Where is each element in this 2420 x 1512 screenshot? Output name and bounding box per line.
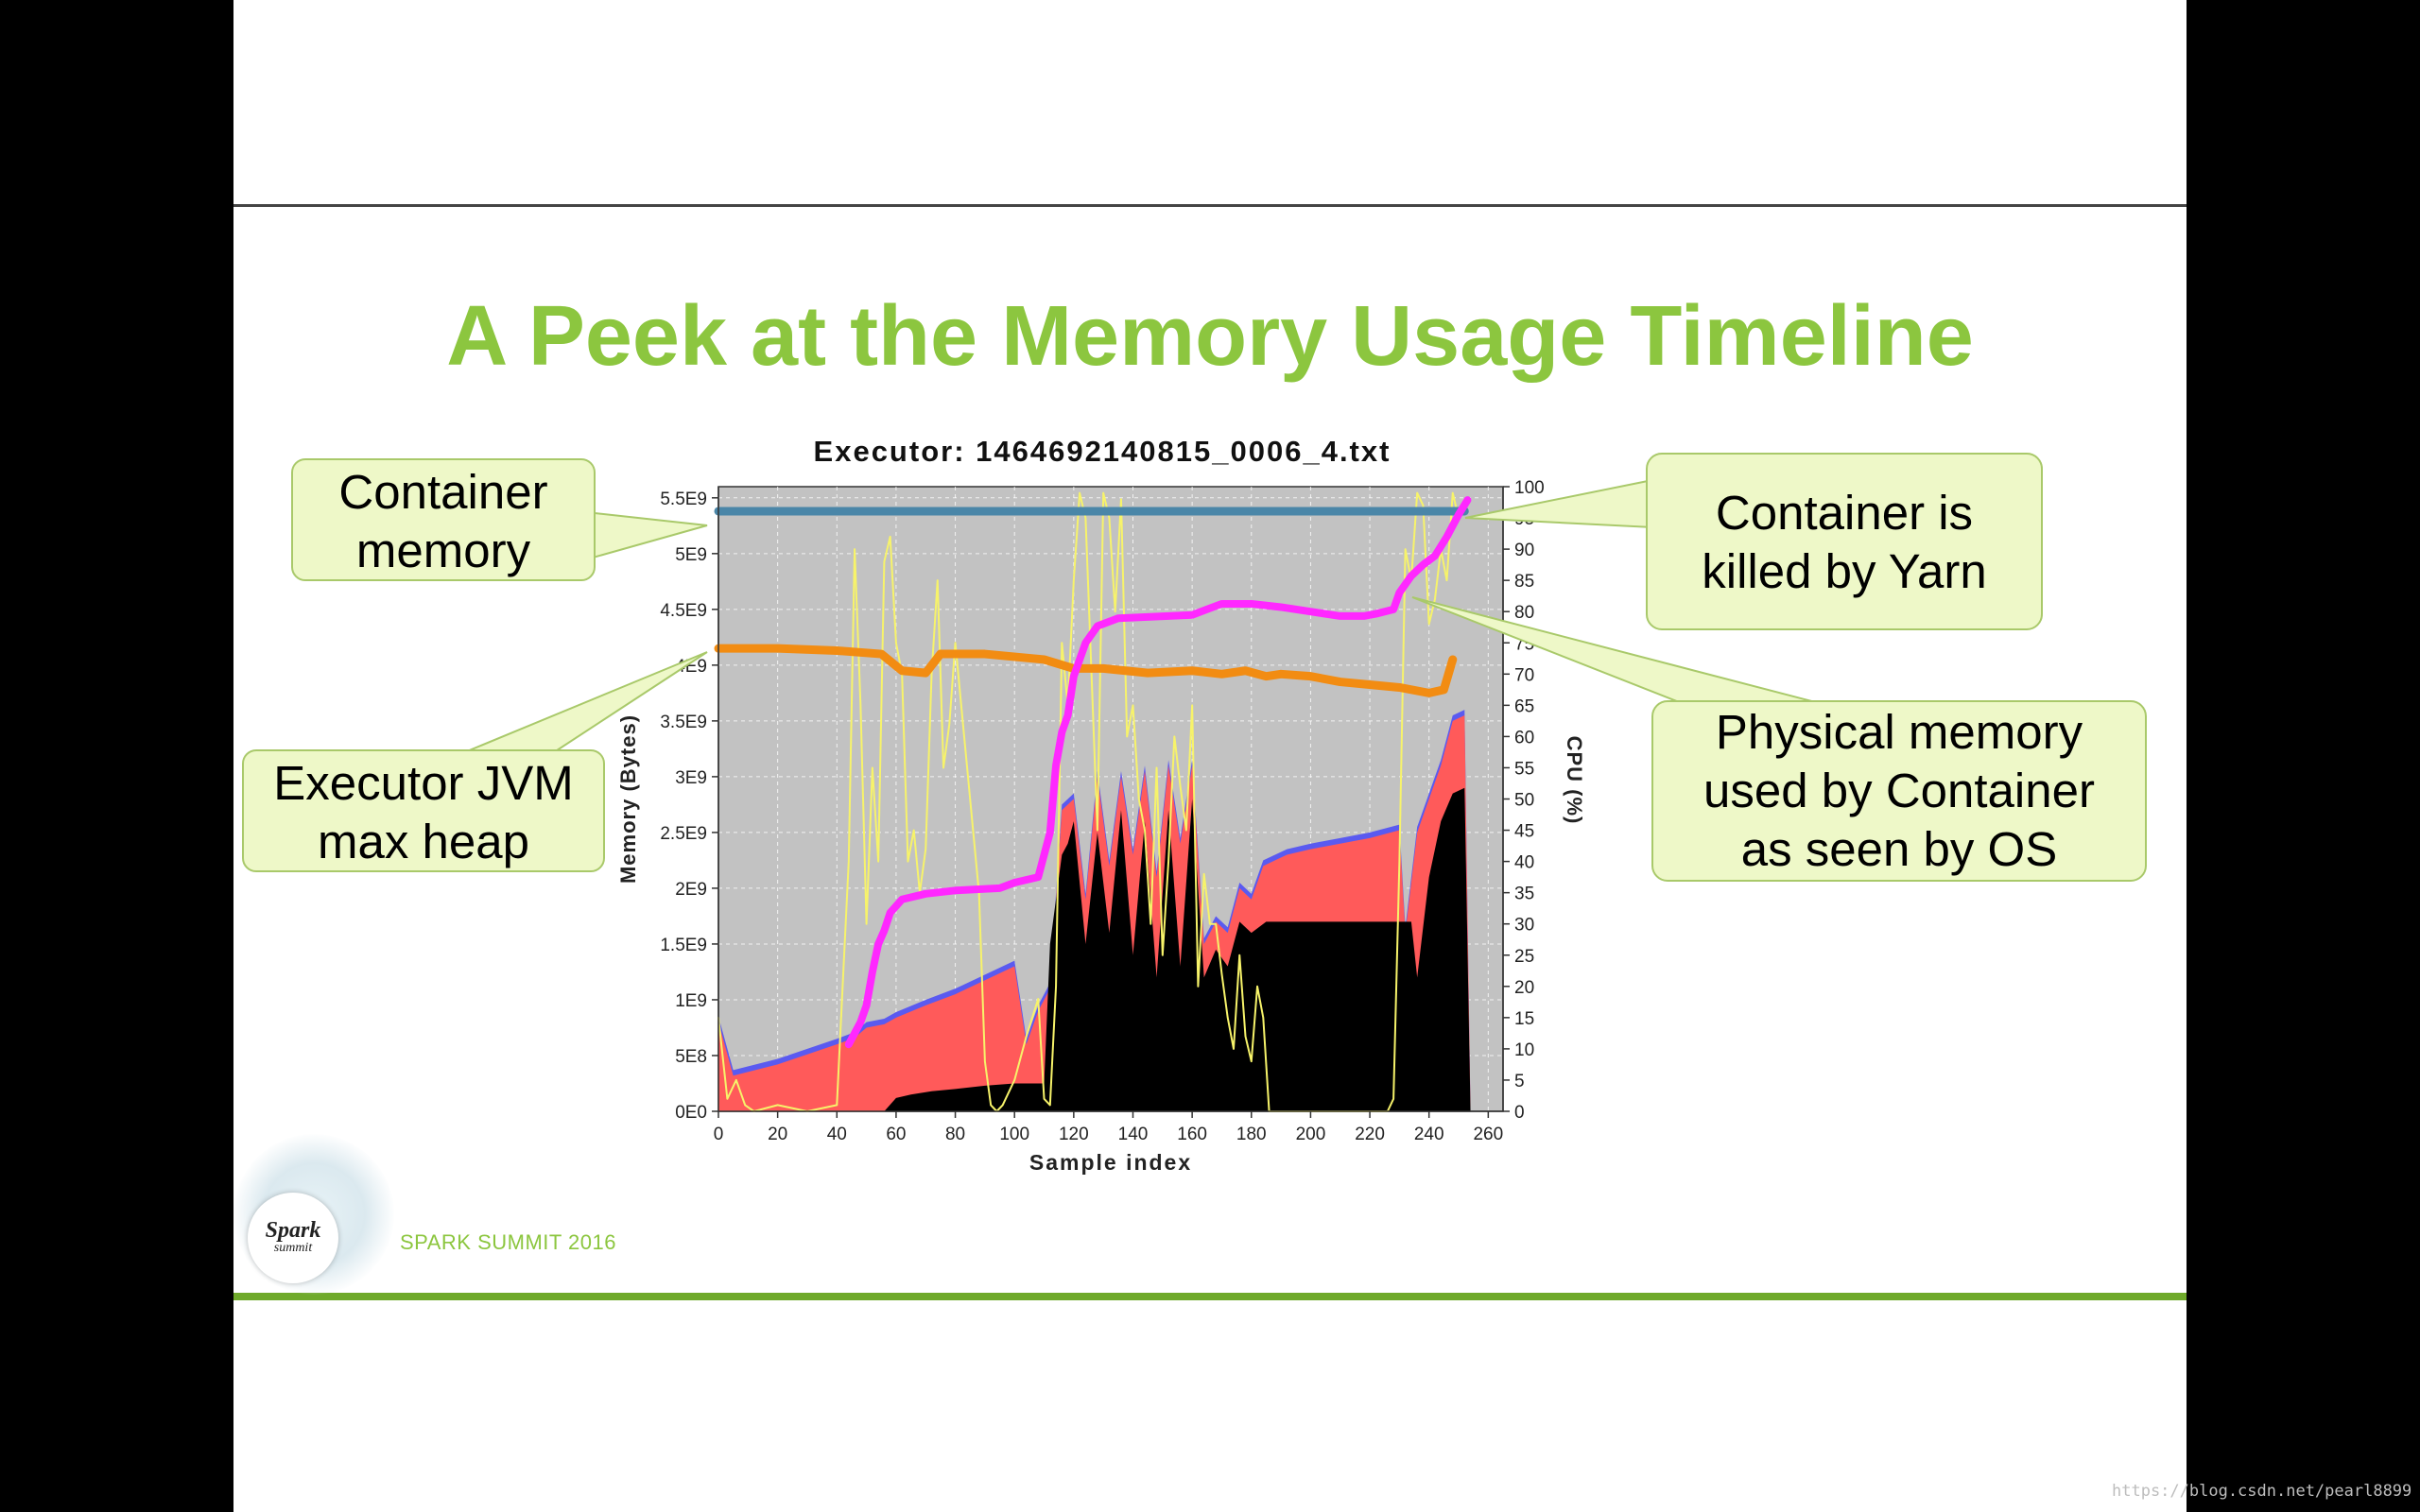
y2-axis-title: CPU (%): [1563, 736, 1586, 825]
callout-executor-heap: Executor JVM max heap: [242, 651, 708, 872]
callout-container-killed: Container is killed by Yarn: [1464, 453, 2043, 630]
y2-tick-label: 20: [1514, 978, 1534, 998]
footer-event-name: SPARK SUMMIT 2016: [400, 1230, 616, 1254]
y2-tick-label: 35: [1514, 885, 1534, 904]
callout-physical-memory-line3: as seen by OS: [1741, 822, 2058, 876]
y-tick-label: 5E9: [675, 545, 707, 565]
y2-tick-label: 40: [1514, 853, 1534, 873]
x-tick-label: 0: [714, 1125, 724, 1144]
logo-spark-text: Spark: [265, 1218, 321, 1243]
callout-container-memory: Container memory: [291, 458, 708, 581]
y2-tick-label: 25: [1514, 947, 1534, 967]
callout-executor-heap-line2: max heap: [318, 815, 529, 868]
y2-tick-label: 70: [1514, 665, 1534, 685]
y2-tick-label: 80: [1514, 603, 1534, 623]
jvm-max-heap-line: [714, 644, 1458, 697]
callout-container-killed-line1: Container is: [1716, 486, 1973, 540]
callout-container-killed-line2: killed by Yarn: [1702, 544, 1986, 598]
y-tick-label: 1E9: [675, 991, 707, 1011]
y2-tick-label: 30: [1514, 916, 1534, 936]
slide-bottom-bar: [233, 1293, 2187, 1300]
x-tick-label: 200: [1296, 1125, 1326, 1144]
y2-tick-label: 60: [1514, 728, 1534, 747]
x-tick-label: 120: [1059, 1125, 1089, 1144]
x-tick-label: 240: [1414, 1125, 1444, 1144]
y2-tick-label: 0: [1514, 1103, 1525, 1123]
x-tick-label: 60: [886, 1125, 906, 1144]
callout-container-memory-line2: memory: [356, 524, 531, 577]
y2-tick-label: 90: [1514, 541, 1534, 560]
y-tick-label: 2.5E9: [660, 824, 707, 844]
x-tick-label: 220: [1355, 1125, 1385, 1144]
watermark-url: https://blog.csdn.net/pearl8899: [2112, 1482, 2412, 1501]
y2-tick-label: 55: [1514, 759, 1534, 779]
y-tick-label: 1.5E9: [660, 936, 707, 955]
x-tick-label: 160: [1177, 1125, 1207, 1144]
x-tick-label: 20: [768, 1125, 787, 1144]
spark-summit-logo: Spark summit: [248, 1193, 338, 1283]
y2-tick-label: 5: [1514, 1072, 1525, 1091]
y2-tick-label: 100: [1514, 478, 1545, 498]
physical-memory-line: [844, 496, 1472, 1049]
y2-tick-label: 65: [1514, 696, 1534, 716]
callout-physical-memory-line1: Physical memory: [1716, 705, 2083, 759]
x-axis-title: Sample index: [1029, 1150, 1192, 1175]
x-tick-label: 80: [945, 1125, 965, 1144]
y2-tick-label: 45: [1514, 822, 1534, 842]
callout-container-memory-line1: Container: [338, 465, 547, 519]
x-tick-label: 40: [827, 1125, 847, 1144]
y2-tick-label: 85: [1514, 572, 1534, 592]
y-tick-label: 3.5E9: [660, 713, 707, 732]
callout-executor-heap-line1: Executor JVM: [273, 756, 573, 810]
x-tick-label: 180: [1236, 1125, 1267, 1144]
y2-tick-label: 50: [1514, 791, 1534, 811]
x-tick-label: 140: [1118, 1125, 1149, 1144]
y-tick-label: 4.5E9: [660, 601, 707, 621]
slide-title: A Peek at the Memory Usage Timeline: [446, 289, 1974, 384]
x-tick-label: 100: [999, 1125, 1029, 1144]
x-tick-label: 260: [1473, 1125, 1503, 1144]
y-tick-label: 3E9: [675, 768, 707, 788]
y-tick-label: 5E8: [675, 1047, 707, 1067]
callout-physical-memory: Physical memory used by Container as see…: [1411, 596, 2147, 882]
y-tick-label: 5.5E9: [660, 490, 707, 509]
callout-physical-memory-line2: used by Container: [1703, 764, 2095, 817]
y-axis-title: Memory (Bytes): [616, 714, 640, 884]
y-tick-label: 2E9: [675, 880, 707, 900]
chart-title: Executor: 1464692140815_0006_4.txt: [814, 435, 1392, 468]
y2-tick-label: 15: [1514, 1009, 1534, 1029]
heap-old-gen-area: [718, 787, 1471, 1111]
y2-tick-label: 10: [1514, 1040, 1534, 1060]
y-tick-label: 0E0: [675, 1103, 707, 1123]
logo-summit-text: summit: [273, 1241, 313, 1255]
